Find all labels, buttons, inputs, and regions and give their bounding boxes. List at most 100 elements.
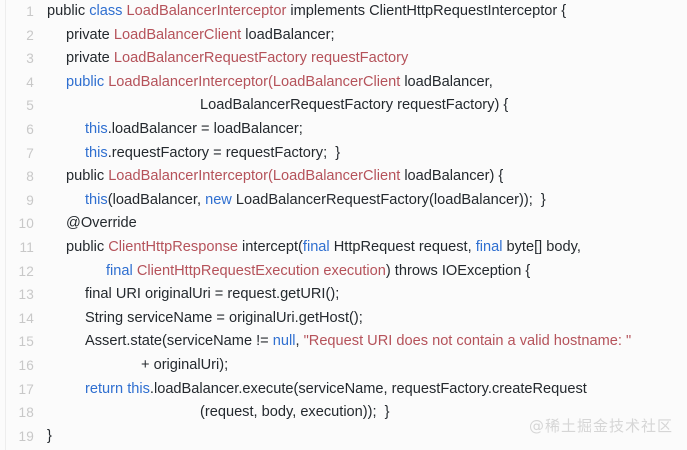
line-number: 11 [19, 239, 34, 255]
code-token-type: ClientHttpRequestExecution execution [136, 262, 386, 279]
code-line[interactable]: 11 public ClientHttpResponse intercept(fi… [0, 236, 687, 260]
code-token-plain: .loadBalancer = loadBalancer; [107, 120, 303, 137]
code-token-plain: public [66, 238, 109, 255]
line-number: 16 [18, 357, 34, 373]
line-number: 10 [18, 216, 34, 232]
code-text: return this.loadBalancer.execute(service… [85, 378, 587, 402]
code-line[interactable]: 4 public LoadBalancerInterceptor(LoadBala… [0, 71, 687, 95]
code-token-type: LoadBalancerInterceptor [126, 3, 291, 19]
line-number: 15 [18, 334, 34, 350]
code-line[interactable]: 10 @Override [0, 212, 687, 236]
line-number: 13 [18, 287, 34, 303]
code-text: + originalUri); [141, 354, 228, 378]
code-text: String serviceName = originalUri.getHost… [85, 307, 363, 331]
code-token-plain: Assert.state(serviceName != [85, 333, 273, 350]
line-number: 6 [26, 121, 34, 137]
code-token-anno: @Override [66, 215, 137, 232]
gutter-divider [5, 0, 6, 450]
code-line[interactable]: 18 (request, body, execution)); } [0, 401, 687, 425]
code-line[interactable]: 19} [0, 425, 687, 449]
code-token-kw: null [272, 333, 296, 350]
line-number: 5 [26, 98, 34, 114]
code-line[interactable]: 16 + originalUri); [0, 354, 687, 378]
code-line[interactable]: 3 private LoadBalancerRequestFactory requ… [0, 47, 687, 71]
code-token-plain: byte[] body, [506, 238, 581, 255]
code-token-kw: class [89, 3, 127, 19]
line-number: 18 [18, 405, 34, 421]
code-text: public ClientHttpResponse intercept(fina… [66, 236, 581, 260]
code-token-plain: implements [290, 3, 370, 19]
code-token-plain: public [47, 3, 90, 19]
code-token-kw: new [205, 191, 236, 208]
code-token-plain: .loadBalancer.execute(serviceName, reque… [149, 380, 587, 397]
code-token-kw: return [85, 380, 128, 397]
code-text: private LoadBalancerRequestFactory reque… [66, 47, 408, 71]
code-text: private LoadBalancerClient loadBalancer; [66, 24, 335, 48]
code-line[interactable]: 1 public class LoadBalancerInterceptor im… [0, 0, 687, 24]
code-token-plain: loadBalancer) { [404, 168, 504, 185]
code-token-plain: private [66, 50, 114, 67]
code-line[interactable]: 6 this.loadBalancer = loadBalancer; [0, 118, 687, 142]
code-token-str: "Request URI does not contain a valid ho… [303, 333, 632, 350]
code-token-kw: this [127, 380, 150, 397]
code-line[interactable]: 5 LoadBalancerRequestFactory requestFacto… [0, 94, 687, 118]
code-token-plain: (request, body, execution)); } [200, 404, 390, 421]
code-token-plain: LoadBalancerRequestFactory requestFactor… [200, 97, 509, 114]
code-text: Assert.state(serviceName != null, "Reque… [85, 330, 631, 354]
code-text: this.loadBalancer = loadBalancer; [85, 118, 303, 142]
code-token-plain: LoadBalancerRequestFactory(loadBalancer)… [235, 191, 546, 208]
code-text: final URI originalUri = request.getURI()… [85, 283, 339, 307]
code-line[interactable]: 14 String serviceName = originalUri.getHo… [0, 307, 687, 331]
code-token-type: LoadBalancerClient [272, 73, 405, 90]
code-token-plain: final URI originalUri = request.getURI()… [85, 286, 340, 303]
code-token-plain: ClientHttpRequestInterceptor { [369, 3, 567, 19]
code-token-plain: loadBalancer; [245, 26, 335, 43]
code-token-plain: .requestFactory = requestFactory; } [107, 144, 341, 161]
line-number: 14 [18, 310, 34, 326]
code-token-plain: , [295, 333, 304, 350]
code-token-kw: this [85, 120, 108, 137]
line-number: 12 [18, 263, 34, 279]
code-token-plain: } [47, 427, 52, 444]
code-token-type: LoadBalancerClient [272, 168, 405, 185]
code-token-kw: this [85, 191, 108, 208]
code-text: final ClientHttpRequestExecution executi… [106, 260, 530, 284]
line-number: 9 [26, 192, 34, 208]
code-token-plain: intercept( [242, 238, 303, 255]
code-text: LoadBalancerRequestFactory requestFactor… [200, 94, 508, 118]
code-token-kw: public [66, 73, 109, 90]
code-token-type: LoadBalancerClient [113, 26, 246, 43]
code-line[interactable]: 8 public LoadBalancerInterceptor(LoadBala… [0, 165, 687, 189]
code-token-plain: public [66, 168, 109, 185]
line-number: 4 [26, 74, 34, 90]
line-number: 3 [26, 51, 34, 67]
code-token-plain: private [66, 26, 114, 43]
code-text: public LoadBalancerInterceptor(LoadBalan… [66, 165, 503, 189]
code-token-kw: final [106, 262, 137, 279]
watermark-label: @稀土掘金技术社区 [528, 417, 673, 435]
line-number: 8 [26, 169, 34, 185]
code-token-plain: HttpRequest request, [333, 238, 476, 255]
code-token-plain: String serviceName = originalUri.getHost… [85, 309, 363, 326]
code-line[interactable]: 13 final URI originalUri = request.getURI… [0, 283, 687, 307]
code-text: public LoadBalancerInterceptor(LoadBalan… [66, 71, 493, 95]
code-token-plain: ) throws IOException { [385, 262, 531, 279]
code-line[interactable]: 12 final ClientHttpRequestExecution execu… [0, 260, 687, 284]
line-number: 1 [26, 4, 34, 19]
code-text: @Override [66, 212, 137, 236]
code-token-type: LoadBalancerInterceptor( [108, 168, 273, 185]
code-token-plain: + originalUri); [141, 356, 229, 373]
line-number: 7 [26, 145, 34, 161]
code-token-plain: loadBalancer, [404, 73, 493, 90]
line-number: 19 [18, 428, 34, 444]
code-token-type: LoadBalancerInterceptor( [108, 73, 273, 90]
code-token-type: ClientHttpResponse [108, 238, 243, 255]
code-text: } [47, 425, 52, 449]
code-line[interactable]: 15 Assert.state(serviceName != null, "Req… [0, 330, 687, 354]
